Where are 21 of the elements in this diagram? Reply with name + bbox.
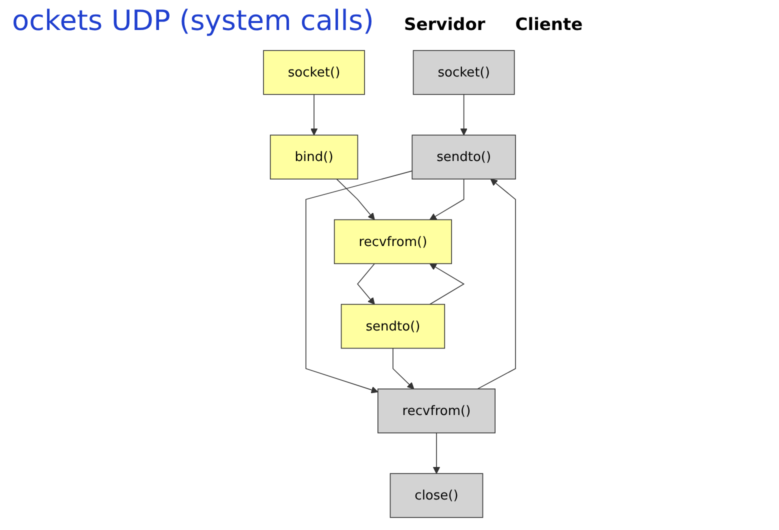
node-box: close() [390,473,484,518]
node-box: bind() [270,134,358,180]
node-box: recvfrom() [378,388,496,434]
arrow [429,178,464,220]
arrow [310,94,318,136]
arrow [477,178,516,390]
column-heading: Cliente [515,15,583,35]
title: ockets UDP (system calls) [12,4,374,37]
column-heading: Servidor [404,15,486,35]
node-box: socket() [412,50,515,95]
arrow [429,263,465,305]
arrow [336,178,375,220]
node-box: sendto() [340,304,446,349]
node-box: socket() [263,50,365,95]
arrow [357,263,375,305]
arrow [460,94,468,136]
arrow [432,432,440,474]
node-box: sendto() [412,134,516,180]
arrow [305,170,413,394]
arrow [392,348,414,390]
node-box: recvfrom() [334,219,452,264]
